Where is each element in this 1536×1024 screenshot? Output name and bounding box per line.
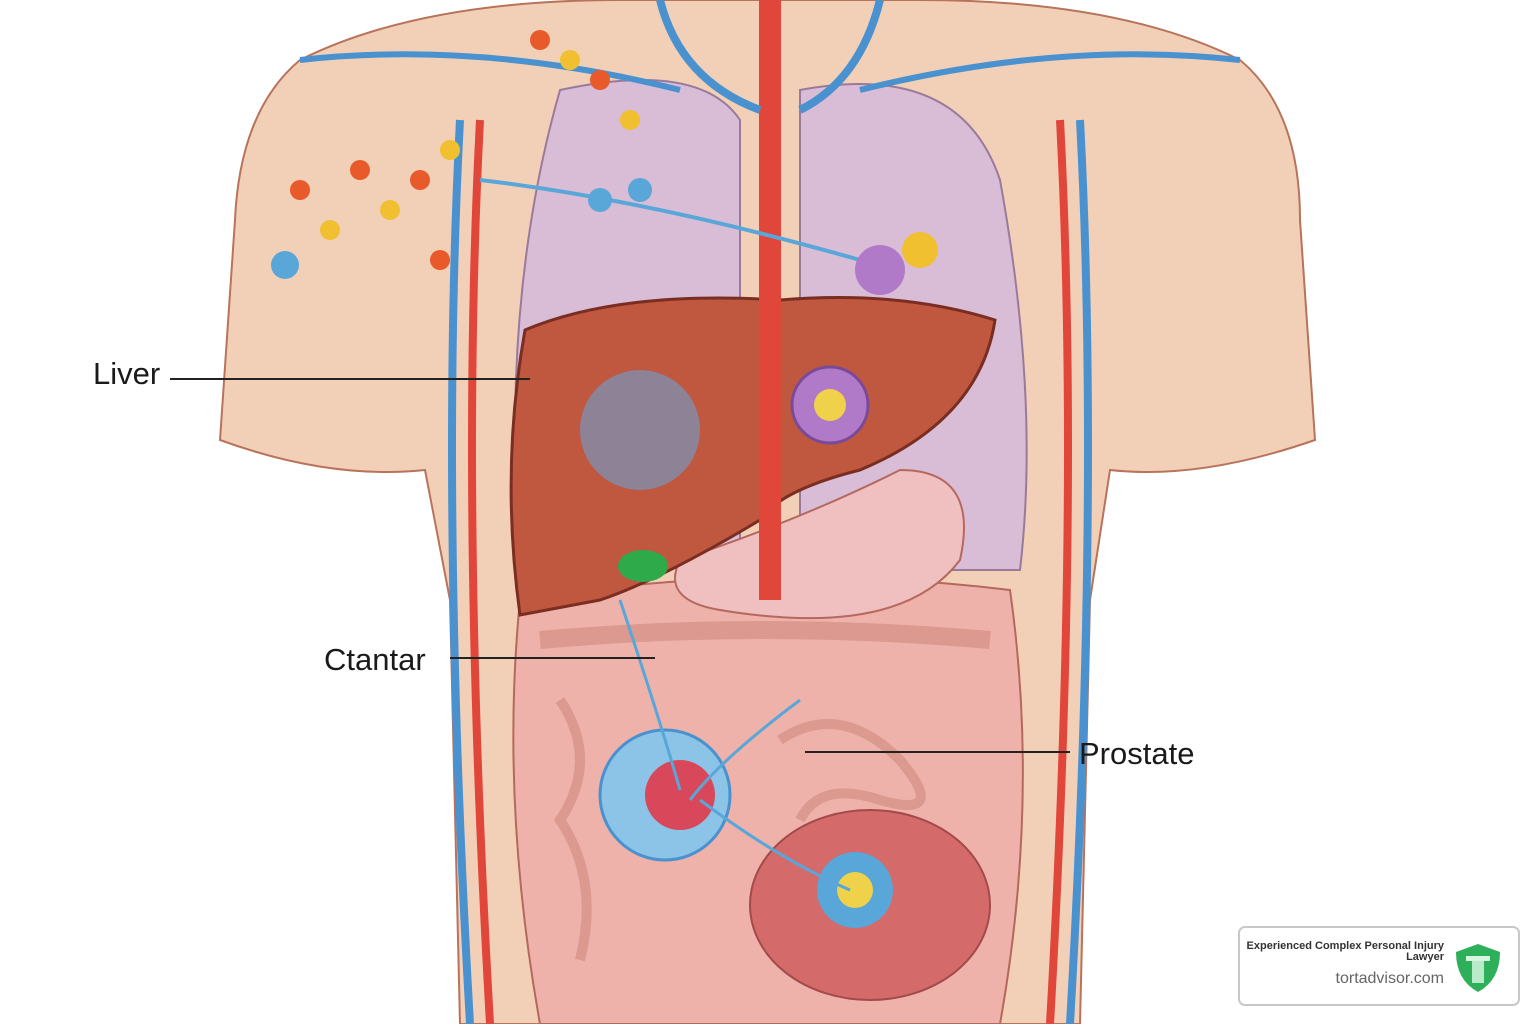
shield-pillar-icon (1456, 944, 1500, 992)
badge-site[interactable]: tortadvisor.com (1335, 970, 1444, 987)
molecule-clusters (271, 30, 938, 295)
tortadvisor-badge[interactable]: Experienced Complex Personal Injury Lawy… (1238, 926, 1520, 1006)
blood-vessels (299, 0, 1241, 1024)
label-liver: Liver (93, 356, 161, 391)
intestines (512, 576, 1024, 1024)
label-prostate: Prostate (1079, 736, 1195, 771)
label-ctantar: Ctantar (324, 642, 426, 677)
badge-tagline: Experienced Complex Personal Injury Lawy… (1246, 940, 1444, 963)
stomach (674, 468, 965, 620)
leader-lines (170, 378, 1070, 753)
